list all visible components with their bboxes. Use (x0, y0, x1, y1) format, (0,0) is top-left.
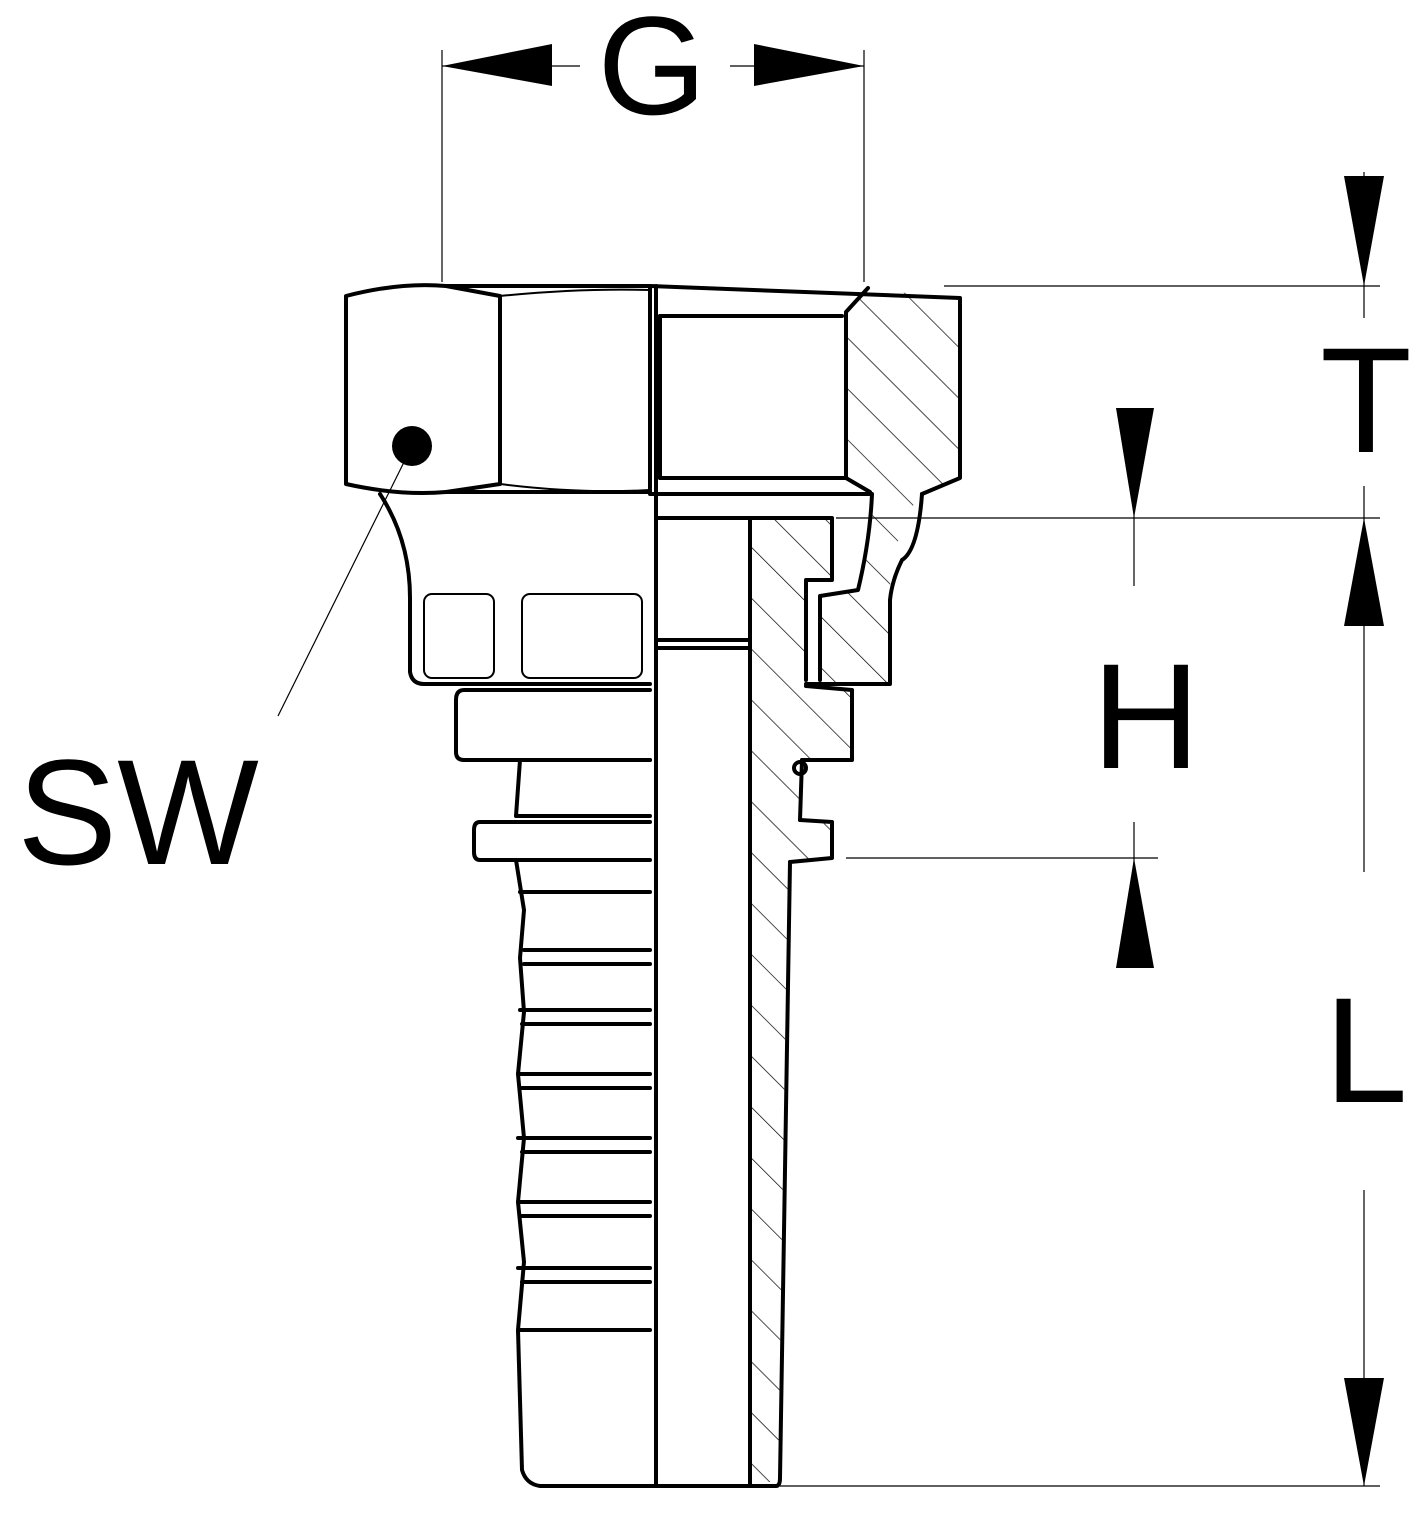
g-label: G (598, 0, 707, 144)
section-hatching (750, 288, 960, 1482)
sw-label: SW (17, 728, 259, 896)
nut-section (648, 284, 962, 686)
hex-nut (344, 283, 652, 686)
stem (454, 284, 854, 1488)
l-arrow-down (1344, 1378, 1384, 1486)
dimension-t: T (836, 172, 1412, 626)
t-arrow-down (1344, 176, 1384, 286)
h-arrow-down (1116, 408, 1154, 518)
dimension-g: G (441, 0, 865, 282)
t-label: T (1320, 316, 1412, 484)
dimension-h: H (846, 408, 1200, 968)
g-arrow-left (442, 44, 552, 86)
sw-callout: SW (17, 426, 432, 896)
h-label: H (1092, 632, 1200, 800)
l-label: L (1324, 966, 1407, 1134)
g-arrow-right (754, 44, 864, 86)
h-arrow-up (1116, 858, 1154, 968)
dimension-l: L (780, 518, 1408, 1487)
